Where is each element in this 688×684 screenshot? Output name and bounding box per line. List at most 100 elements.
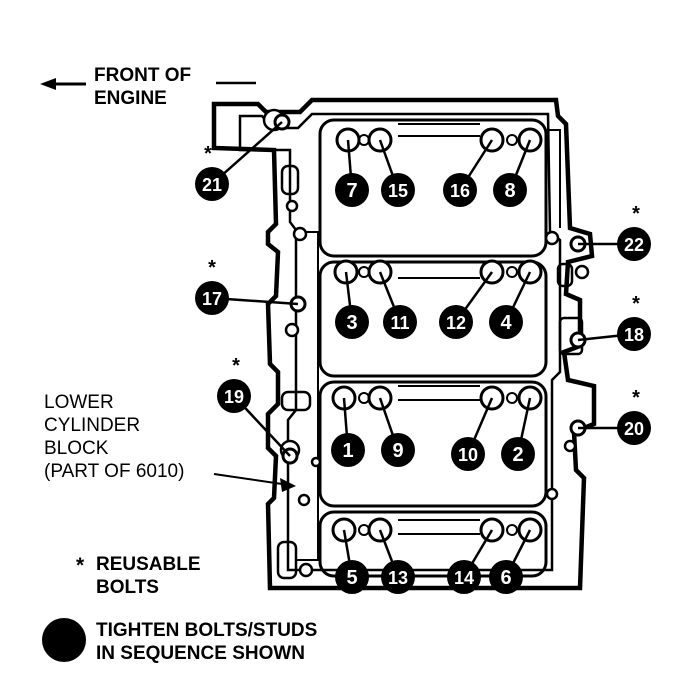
- sequence-marker-dot: [331, 433, 365, 467]
- sequence-marker-10: 10: [451, 437, 485, 471]
- sequence-marker-number: 18: [624, 325, 644, 345]
- sequence-marker-number: 15: [388, 181, 408, 201]
- sequence-marker-number: 11: [390, 313, 409, 333]
- sequence-marker-number: 4: [500, 312, 512, 334]
- sequence-marker-dot: [447, 560, 481, 594]
- bolt-hole: [292, 226, 308, 242]
- sequence-marker-19: 19*: [217, 355, 251, 413]
- sequence-marker-6: 6: [489, 560, 523, 594]
- sequence-marker-dot: [489, 560, 523, 594]
- bolt-hole: [544, 230, 560, 246]
- sequence-marker-dot: [335, 305, 369, 339]
- sequence-marker-dot: [381, 433, 415, 467]
- sequence-marker-dot: [617, 411, 651, 445]
- sequence-marker-dot: [493, 173, 527, 207]
- pin-hole: [506, 134, 518, 146]
- reusable-legend-asterisk: *: [76, 554, 85, 577]
- sequence-marker-dot: [195, 281, 229, 315]
- reusable-legend-line1: REUSABLE: [96, 554, 201, 575]
- sequence-marker-12: 12: [439, 305, 473, 339]
- sequence-marker-dot: [335, 560, 369, 594]
- front-of-engine-callout: FRONT OF ENGINE: [40, 65, 256, 109]
- bolt-hole: [545, 487, 559, 501]
- sequence-marker-dot: [383, 305, 417, 339]
- sequence-marker-number: 8: [504, 180, 515, 202]
- sequence-marker-dot: [443, 173, 477, 207]
- bay-3-outline: [318, 380, 548, 508]
- left-channel: [296, 231, 319, 561]
- sequence-marker-14: 14: [447, 560, 481, 594]
- sequence-marker-3: 3: [335, 305, 369, 339]
- sequence-marker-number: 22: [624, 235, 644, 255]
- bay-4-outline: [318, 510, 548, 578]
- bolt-hole: [574, 264, 590, 280]
- reusable-asterisk-17: *: [208, 257, 216, 279]
- left-slot-2: [280, 164, 300, 196]
- sequence-marker-dot: [617, 227, 651, 261]
- front-label-line1: FRONT OF: [94, 65, 191, 86]
- sequence-marker-17: 17 *: [195, 257, 229, 315]
- sequence-marker-13: 13: [381, 560, 415, 594]
- sequence-legend-line2: IN SEQUENCE SHOWN: [96, 643, 305, 664]
- sequence-marker-number: 13: [388, 568, 408, 588]
- sequence-marker-11: 11: [383, 305, 417, 339]
- sequence-marker-dot: [451, 437, 485, 471]
- sequence-marker-16: 16: [443, 173, 477, 207]
- sequence-marker-dot: [195, 167, 229, 201]
- lower-cylinder-block-drawing: [211, 97, 597, 591]
- sequence-legend: TIGHTEN BOLTS/STUDS IN SEQUENCE SHOWN: [42, 618, 317, 664]
- block-inner-outline: [238, 112, 562, 572]
- part-callout: LOWER CYLINDER BLOCK (PART OF 6010): [44, 392, 296, 492]
- part-label-line3: BLOCK: [44, 438, 109, 459]
- left-lower-slot: [276, 540, 298, 580]
- sequence-marker-18: 18 *: [617, 293, 651, 351]
- reusable-asterisk-22: *: [632, 203, 640, 225]
- sequence-marker-7: 7: [335, 173, 369, 207]
- sequence-marker-number: 14: [454, 568, 474, 588]
- sequence-marker-number: 16: [450, 181, 470, 201]
- web-separators: [398, 123, 480, 535]
- sequence-marker-2: 2: [501, 437, 535, 471]
- sequence-marker-dot: [617, 317, 651, 351]
- part-label-line4: (PART OF 6010): [44, 461, 184, 482]
- reusable-legend: * REUSABLE BOLTS: [76, 554, 201, 598]
- sequence-marker-number: 21: [202, 175, 222, 195]
- sequence-marker-number: 17: [202, 289, 222, 309]
- reusable-legend-line2: BOLTS: [96, 577, 159, 598]
- sequence-marker-9: 9: [381, 433, 415, 467]
- sequence-marker-1: 1: [331, 433, 365, 467]
- sequence-marker-dot: [489, 305, 523, 339]
- reusable-asterisk-21: *: [204, 143, 212, 165]
- part-label-line1: LOWER: [44, 392, 114, 413]
- bolt-hole: [284, 322, 300, 338]
- sequence-marker-21: 21 *: [195, 143, 229, 201]
- bolt-hole: [285, 199, 299, 213]
- front-label-line2: ENGINE: [94, 88, 167, 109]
- sequence-marker-number: 2: [512, 444, 523, 466]
- bolt-hole: [310, 456, 322, 468]
- sequence-marker-number: 6: [500, 567, 511, 589]
- sequence-marker-dot: [381, 560, 415, 594]
- sequence-marker-20: 20 *: [617, 387, 651, 445]
- bolt-hole: [298, 562, 314, 578]
- bay-1-outline: [318, 118, 548, 258]
- sequence-marker-dot: [381, 173, 415, 207]
- sequence-marker-8: 8: [493, 173, 527, 207]
- sequence-marker-dot: [501, 437, 535, 471]
- pin-hole: [506, 524, 518, 536]
- right-slot-1: [556, 262, 574, 288]
- reusable-asterisk-20: *: [632, 387, 640, 409]
- part-leader-line: [213, 473, 283, 485]
- sequence-marker-22: 22 *: [617, 203, 651, 261]
- reusable-asterisk-18: *: [632, 293, 640, 315]
- sequence-marker-number: 3: [346, 312, 357, 334]
- sequence-legend-dot-icon: [42, 618, 86, 662]
- sequence-marker-number: 20: [624, 419, 644, 439]
- sequence-marker-4: 4: [489, 305, 523, 339]
- pin-hole: [506, 392, 518, 404]
- sequence-marker-number: 1: [342, 440, 353, 462]
- right-channel: [546, 129, 561, 228]
- pin-hole: [506, 266, 518, 278]
- left-slot-1: [280, 390, 312, 412]
